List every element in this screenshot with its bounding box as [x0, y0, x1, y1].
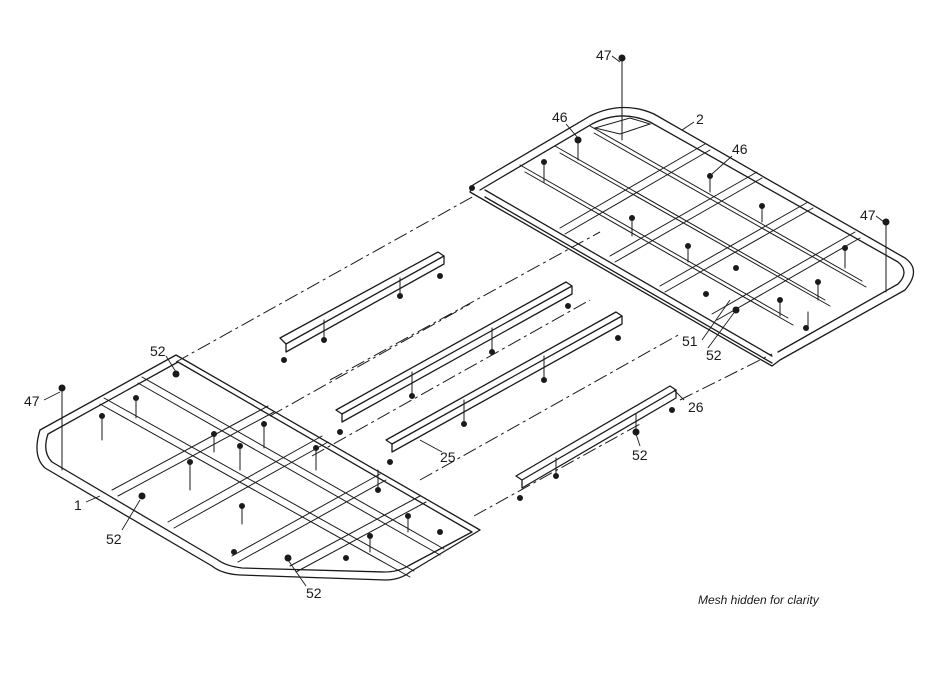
- callout-2: 2: [696, 111, 704, 127]
- callout-51: 51: [682, 333, 698, 349]
- callout-47-top: 47: [596, 47, 612, 63]
- callout-52-right: 52: [706, 347, 722, 363]
- callout-52-bottom: 52: [306, 585, 322, 601]
- callout-47-right: 47: [860, 207, 876, 223]
- callout-52-top-left: 52: [150, 343, 166, 359]
- frame-2: [469, 54, 915, 367]
- callout-25: 25: [440, 449, 456, 465]
- callout-47-left: 47: [24, 393, 40, 409]
- cross-bar-b: [335, 281, 573, 435]
- leader-lines: [43, 55, 885, 587]
- cross-bar-25: [385, 311, 623, 465]
- assembly-lines: [175, 195, 773, 517]
- cross-bar-26: [515, 385, 677, 501]
- frame-1: [36, 354, 481, 581]
- callout-52-bar: 52: [632, 447, 648, 463]
- cross-bar-a: [279, 251, 445, 363]
- callout-1: 1: [74, 497, 82, 513]
- callout-46-right: 46: [732, 141, 748, 157]
- callout-46-left: 46: [552, 109, 568, 125]
- callout-labels: 47 2 46 46 47 51 52 26 52 25 52 47 1 52 …: [24, 47, 876, 601]
- mesh-hidden-note: Mesh hidden for clarity: [698, 593, 820, 607]
- callout-26: 26: [688, 399, 704, 415]
- callout-52-bottom-left: 52: [106, 531, 122, 547]
